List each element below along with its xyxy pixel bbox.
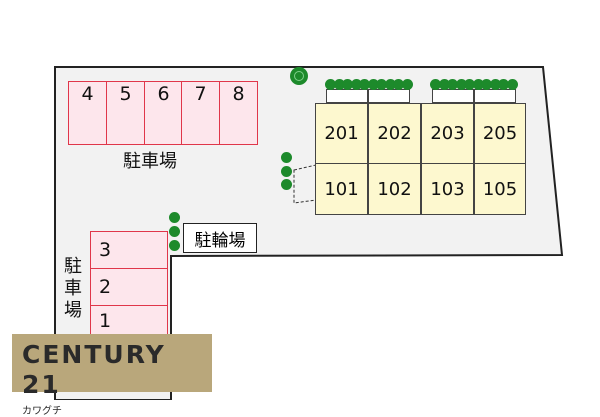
parking-left-label-char: 駐: [64, 256, 82, 277]
apartment-unit: 103: [421, 163, 474, 215]
shrub-icon: [281, 166, 292, 177]
shrub-icon: [367, 79, 379, 90]
shrub-icon: [376, 79, 387, 90]
parking-stall: 1: [90, 305, 168, 337]
shrub-icon: [169, 240, 180, 251]
balcony: [326, 89, 368, 103]
shrub-icon: [333, 79, 345, 90]
shrub-icon: [489, 79, 501, 90]
logo-name: CENTURY 21: [22, 340, 166, 399]
apartment-unit: 202: [368, 103, 421, 164]
parking-stall: 3: [90, 231, 168, 269]
apartment-unit: 201: [315, 103, 368, 164]
shrub-icon: [498, 79, 509, 90]
shrub-icon: [384, 79, 396, 90]
shrub-icon: [506, 79, 518, 90]
parking-stall: 4: [68, 81, 107, 145]
shrub-icon: [430, 79, 441, 90]
shrub-icon: [393, 79, 404, 90]
shrub-icon: [169, 226, 180, 237]
apartment-unit: 205: [474, 103, 526, 164]
shrub-icon: [464, 79, 475, 90]
shrub-icon: [447, 79, 458, 90]
balcony: [474, 89, 516, 103]
tree-icon: [290, 67, 308, 85]
balcony: [368, 89, 410, 103]
shrub-icon: [472, 79, 484, 90]
bike-parking: 駐輪場: [183, 223, 257, 253]
logo-subtitle: カワグチ: [22, 406, 62, 417]
apartment-unit: 102: [368, 163, 421, 215]
balcony: [432, 89, 474, 103]
parking-stall: 7: [181, 81, 220, 145]
parking-stall: 6: [144, 81, 183, 145]
shrub-icon: [281, 179, 292, 190]
shrub-icon: [401, 79, 413, 90]
shrub-icon: [325, 79, 336, 90]
apartment-unit: 101: [315, 163, 368, 215]
shrub-icon: [169, 212, 180, 223]
parking-stall: 8: [219, 81, 258, 145]
parking-left-label: 駐 車 場: [64, 256, 84, 322]
shrub-icon: [342, 79, 353, 90]
shrub-icon: [455, 79, 467, 90]
shrub-icon: [359, 79, 370, 90]
parking-left-label-char: 場: [64, 300, 82, 321]
shrub-icon: [481, 79, 492, 90]
apartment-unit: 203: [421, 103, 474, 164]
parking-stall: 5: [106, 81, 145, 145]
shrub-icon: [438, 79, 450, 90]
shrub-icon: [281, 152, 292, 163]
parking-top-label: 駐車場: [123, 151, 177, 172]
century21-logo: CENTURY 21 カワグチ: [12, 334, 212, 417]
shrub-icon: [350, 79, 362, 90]
apartment-unit: 105: [474, 163, 526, 215]
parking-left-label-char: 車: [64, 278, 82, 299]
parking-stall: 2: [90, 268, 168, 306]
